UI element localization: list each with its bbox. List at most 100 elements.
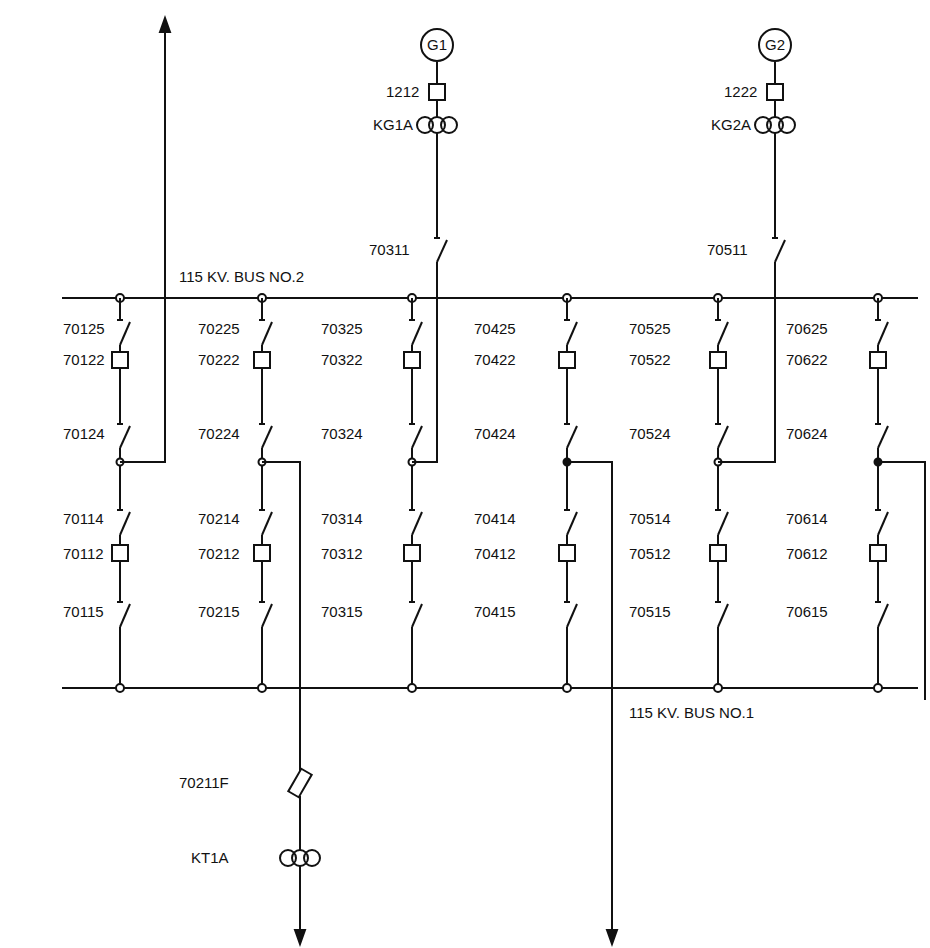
device-number: 70312 (320, 545, 364, 563)
disconnect-switch (120, 322, 130, 345)
device-number: 70424 (473, 425, 517, 443)
device-number: 1222 (723, 83, 758, 101)
device-number: 70412 (473, 545, 517, 563)
wire (717, 368, 719, 424)
wire (774, 62, 776, 84)
transformer-symbol (779, 117, 795, 133)
device-number: 70415 (473, 603, 517, 621)
device-number: 70511 (706, 241, 749, 259)
device-number: 70224 (197, 425, 241, 443)
wire (774, 133, 776, 238)
disconnect-contact (259, 601, 265, 603)
circuit-breaker (429, 84, 445, 100)
disconnect-switch (120, 426, 130, 448)
wire (718, 262, 775, 462)
wire (119, 535, 121, 545)
device-number: 70325 (320, 320, 364, 338)
circuit-breaker (870, 545, 886, 561)
wire (566, 368, 568, 424)
device-number: 70612 (785, 545, 829, 563)
bus-connection (258, 684, 266, 692)
device-number: 70112 (62, 545, 105, 563)
wire (878, 462, 925, 700)
disconnect-contact (117, 509, 123, 511)
generator-circle: G2 (758, 28, 792, 62)
wire (119, 561, 121, 602)
circuit-breaker (112, 545, 128, 561)
fuse-symbol (288, 769, 311, 798)
device-number: 70515 (628, 603, 672, 621)
busbar (62, 297, 918, 299)
arrow-head (160, 18, 170, 32)
circuit-breaker (404, 352, 420, 368)
wire (566, 298, 568, 320)
disconnect-switch (775, 240, 785, 262)
device-number: 70214 (197, 510, 241, 528)
wire (299, 796, 301, 850)
disconnect-contact (409, 509, 415, 511)
transformer-name: KG1A (372, 116, 414, 134)
generator-name: G1 (427, 36, 447, 54)
disconnect-switch (412, 322, 422, 345)
disconnect-switch (120, 512, 130, 535)
circuit-breaker (767, 84, 783, 100)
wire (411, 368, 413, 424)
circuit-breaker (559, 545, 575, 561)
bus-connection (563, 684, 571, 692)
disconnect-switch (412, 604, 422, 627)
device-number: 70525 (628, 320, 672, 338)
wire (717, 345, 719, 352)
disconnect-switch (718, 322, 728, 345)
wire (567, 462, 612, 932)
wire (119, 298, 121, 320)
disconnect-switch (567, 426, 577, 448)
device-number: 70212 (197, 545, 241, 563)
circuit-breaker (559, 352, 575, 368)
wire (877, 535, 879, 545)
wire (120, 30, 165, 462)
disconnect-contact (259, 423, 265, 425)
device-number: 70614 (785, 510, 829, 528)
wire (119, 345, 121, 352)
wire (566, 345, 568, 352)
wire (411, 535, 413, 545)
device-number: 70314 (320, 510, 364, 528)
disconnect-contact (715, 319, 721, 321)
wire (717, 298, 719, 320)
wire (412, 262, 437, 462)
wire (877, 368, 879, 424)
disconnect-switch (412, 426, 422, 448)
wire (261, 561, 263, 602)
disconnect-switch (262, 426, 272, 448)
circuit-breaker (112, 352, 128, 368)
generator-circle: G1 (420, 28, 454, 62)
bus-name: 115 KV. BUS NO.2 (178, 268, 305, 286)
device-number: 70324 (320, 425, 364, 443)
device-number: 70211F (178, 774, 230, 792)
bus-connection (874, 684, 882, 692)
device-number: 70414 (473, 510, 517, 528)
wire (411, 561, 413, 602)
disconnect-contact (715, 601, 721, 603)
device-number: 70122 (62, 351, 106, 369)
disconnect-contact (409, 601, 415, 603)
disconnect-switch (878, 322, 888, 345)
disconnect-switch (262, 604, 272, 627)
disconnect-switch (878, 512, 888, 535)
disconnect-switch (567, 604, 577, 627)
disconnect-contact (564, 423, 570, 425)
device-number: 70222 (197, 351, 241, 369)
device-number: 70624 (785, 425, 829, 443)
wire (261, 535, 263, 545)
wire (299, 866, 301, 932)
device-number: 70315 (320, 603, 364, 621)
wire (717, 561, 719, 602)
disconnect-switch (878, 604, 888, 627)
disconnect-switch (878, 426, 888, 448)
disconnect-contact (259, 509, 265, 511)
wire (436, 100, 438, 117)
bus-connection (116, 684, 124, 692)
generator-name: G2 (765, 36, 785, 54)
device-number: 70622 (785, 351, 829, 369)
